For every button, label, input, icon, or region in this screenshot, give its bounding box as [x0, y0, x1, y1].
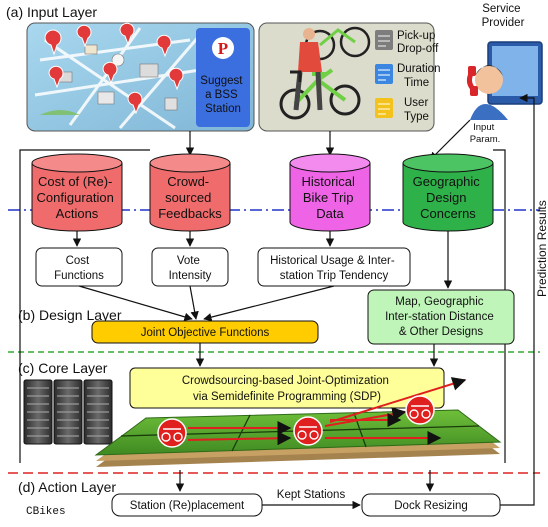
city-map-panel: [26, 22, 255, 132]
prediction-results-label: Prediction Results: [535, 200, 548, 297]
arrow-usage-to-joint: [203, 285, 335, 322]
dock-resizing-box: [361, 493, 501, 517]
bss-pin-icons: [44, 22, 184, 115]
joint-objective-box: [91, 320, 319, 344]
pickup-dropoff-card-icon: [375, 30, 393, 50]
arrow-costfunctions-to-joint: [78, 285, 193, 321]
dock-resizing-label: Dock Resizing: [394, 500, 468, 512]
duration-time-card-icon: [375, 64, 393, 84]
suggest-station-label: Suggest a BSS Station: [200, 75, 245, 115]
cost-functions-label: Cost Functions: [54, 255, 104, 282]
core-layer-title: (c) Core Layer: [18, 360, 108, 376]
pickup-dropoff-label: Pick-up Drop-off: [397, 30, 439, 55]
vote-intensity-label: Vote Intensity: [169, 255, 212, 282]
bike-station-icon: [293, 416, 323, 446]
relocation-arrows: [187, 377, 467, 446]
crowdsourced-feedbacks-label: Crowd- sourced Feedbacks: [158, 174, 222, 221]
prediction-results-line: [500, 93, 535, 506]
historical-bike-trip-data-label: Historical Bike Trip Data: [301, 174, 358, 221]
kept-stations-label: Kept Stations: [277, 489, 346, 501]
sdp-box: [129, 367, 445, 409]
cylinder-cost-of-reconfiguration: [31, 153, 123, 232]
pinterest-logo-icon: P: [212, 37, 234, 59]
map-geographic-label: Map, Geographic Inter-station Distance &…: [385, 296, 497, 338]
duration-time-label: Duration Time: [397, 63, 444, 89]
user-type-label: User Type: [404, 97, 431, 123]
cylinder-crowdsourced-feedbacks: [149, 153, 231, 232]
user-type-card-icon: [375, 98, 393, 118]
station-replacement-label: Station (Re)placement: [130, 500, 245, 512]
design-layer-title: (b) Design Layer: [18, 307, 122, 323]
sdp-label: Crowdsourcing-based Joint-Optimization v…: [182, 375, 392, 403]
arrow-provider-to-geographic: [429, 119, 471, 161]
bike-station-icon: [405, 395, 435, 425]
input-param-label: Input Param.: [470, 122, 501, 145]
arrow-vote-to-joint: [189, 285, 199, 320]
svg-text:P: P: [218, 39, 228, 58]
cbikes-label: CBikes: [26, 506, 66, 518]
joint-objective-label: Joint Objective Functions: [141, 327, 270, 339]
cylinder-historical-bike-trip-data: [289, 153, 371, 232]
loop-line-right: [493, 149, 506, 463]
historical-usage-label: Historical Usage & Inter- station Trip T…: [270, 255, 398, 282]
service-provider-operator-icon: [466, 41, 543, 120]
map-geographic-box: [367, 289, 515, 345]
server-rack-icon: [23, 379, 113, 445]
action-layer-title: (d) Action Layer: [18, 479, 116, 495]
geographic-design-concerns-label: Geographic Design Concerns: [413, 174, 484, 221]
loop-line-left: [19, 149, 150, 463]
service-provider-label: Service Provider: [482, 3, 525, 29]
bike-station-icon: [157, 418, 187, 448]
input-layer-title: (a) Input Layer: [6, 4, 97, 20]
cylinder-geographic-design-concerns: [402, 153, 494, 232]
cost-of-reconfiguration-label: Cost of (Re)- Configuration Actions: [37, 174, 118, 221]
